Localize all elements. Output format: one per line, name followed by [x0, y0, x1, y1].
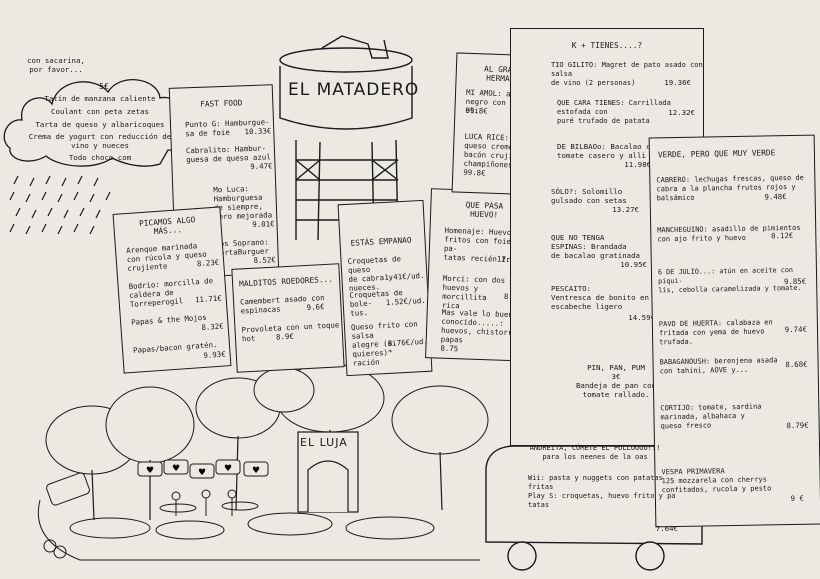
dessert-item: Coulant con peta zetas: [51, 107, 149, 116]
menu-item: Wii: pasta y nuggets con patatas fritas …: [528, 474, 676, 509]
malditos-panel: MALDITOS ROEDORES... Camembert asado con…: [231, 263, 345, 373]
svg-text:♥: ♥: [198, 468, 206, 478]
verde-panel: VERDE, PERO QUE MUY VERDE CABRERO: lechu…: [648, 134, 820, 528]
planters-drawing: [37, 499, 480, 561]
trees-drawing: [45, 363, 489, 475]
section-title: ESTÁS EMPANAO: [350, 235, 412, 248]
svg-text:♥: ♥: [172, 464, 180, 474]
rain-lines: [9, 175, 111, 235]
section-title: K + TIENES....?: [571, 41, 643, 50]
svg-text:♥: ♥: [224, 464, 232, 474]
menu-price: 13.27€: [612, 205, 639, 214]
menu-price: 99.8€: [463, 167, 486, 178]
cloud-price: 5€: [99, 82, 109, 91]
heart-bubbles: [137, 459, 269, 479]
svg-text:♥: ♥: [146, 466, 154, 476]
menu-price: 99.8€: [465, 105, 488, 116]
menu-price: 9.47€: [250, 161, 273, 172]
menu-price: 9.48€: [764, 192, 787, 202]
cars-drawing: [43, 472, 90, 559]
menu-item: Los Soprano: MortaBurguer: [215, 237, 270, 258]
dessert-item: Crema de yogurt con reducción de vino y …: [28, 132, 172, 150]
menu-item: PESCAITO: Ventresca de bonito en escabec…: [551, 284, 649, 311]
bar-house-drawing: [297, 431, 359, 513]
dessert-item: Tarta de queso y albaricoques: [35, 120, 165, 129]
estas-panel: ESTÁS EMPANAO Croquetas de queso de cabr…: [337, 199, 433, 377]
bar-sign: EL LUJA: [300, 436, 348, 449]
section-title: FAST FOOD: [200, 98, 243, 109]
menu-price: 7.64€: [655, 524, 678, 533]
menu-price: 8.79€: [786, 420, 809, 431]
menu-price: 19.36€: [664, 78, 691, 87]
dessert-item: Todo choco.com: [68, 153, 132, 162]
picamos-panel: PICAMOS ALGO MÁS... Arenque marinada con…: [112, 206, 232, 374]
menu-price: 10.95€: [620, 260, 647, 269]
section-title: VERDE, PERO QUE MUY VERDE: [657, 148, 776, 160]
tower-sign: EL MATADERO: [288, 80, 420, 100]
section-title: MALDITOS ROEDORES...: [238, 274, 334, 289]
menu-price: 14.59€: [628, 313, 655, 322]
dessert-item: Tatín de manzana caliente: [44, 94, 156, 103]
menu-item: QUE NO TENGA ESPINAS: Brandada de bacala…: [551, 233, 640, 260]
cloud-note: con sacarina, por favor...: [27, 56, 85, 74]
menu-price: 12.32€: [668, 108, 695, 117]
people-drawing: [159, 489, 259, 516]
section-title: PICAMOS ALGO MÁS...: [138, 215, 196, 237]
water-tower-drawing: [279, 35, 413, 241]
menu-price: 10.33€: [244, 126, 272, 137]
section-title: ANDREITA, CÓMETE EL POLLOOOO!!! para los…: [529, 444, 661, 461]
heart-icon: ♥ ♥ ♥ ♥ ♥: [146, 464, 260, 478]
menu-item: TIO GILITO: Magret de pato asado con sal…: [551, 61, 703, 87]
menu-price: 11.98€: [624, 160, 651, 169]
menu-price: 8.9€: [275, 331, 295, 342]
menu-item: QUE CARA TIENES: Carrillada estofada con…: [557, 99, 671, 125]
menu-item: PIN, PAN, PUM 3€ Bandeja de pan con toma…: [575, 363, 657, 399]
svg-text:♥: ♥: [252, 466, 260, 476]
menu-item: Mo Luca: Hamburguesa de siempre, pero me…: [213, 184, 273, 222]
menu-item: SÓLO?: Solomillo gulsado con setas: [551, 187, 627, 205]
menu-price: 8.75: [440, 343, 459, 354]
